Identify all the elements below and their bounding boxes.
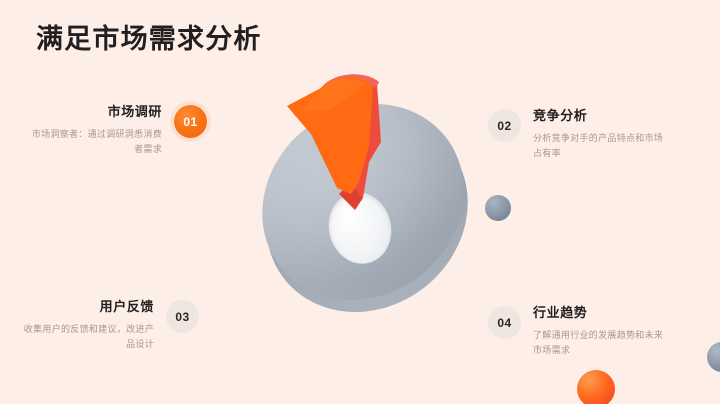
feature-04-texts: 行业趋势 了解通用行业的发展趋势和未来市场需求 bbox=[533, 305, 665, 358]
feature-02-number-badge[interactable]: 02 bbox=[488, 109, 521, 142]
page-title: 满足市场需求分析 bbox=[36, 24, 262, 54]
feature-01-texts: 市场调研 市场洞察者：通过调研洞悉消费者需求 bbox=[30, 104, 162, 157]
feature-02-description: 分析竞争对手的产品特点和市场占有率 bbox=[533, 133, 664, 159]
feature-04-number-badge[interactable]: 04 bbox=[488, 306, 521, 339]
decorative-sphere-grey-left bbox=[485, 195, 511, 221]
slice-top-face bbox=[287, 77, 373, 194]
decorative-sphere-grey-right bbox=[707, 342, 720, 372]
feature-item-04[interactable]: 04 行业趋势 了解通用行业的发展趋势和未来市场需求 bbox=[488, 305, 665, 358]
feature-02-texts: 竞争分析 分析竞争对手的产品特点和市场占有率 bbox=[533, 108, 665, 161]
decorative-sphere-orange bbox=[577, 370, 615, 404]
feature-03-heading: 用户反馈 bbox=[99, 299, 154, 314]
donut-chart-graphic bbox=[245, 70, 720, 404]
feature-01-heading: 市场调研 bbox=[107, 104, 162, 119]
feature-02-heading: 竞争分析 bbox=[533, 108, 588, 123]
feature-03-description: 收集用户的反馈和建议，改进产品设计 bbox=[23, 324, 154, 350]
feature-01-number-badge[interactable]: 01 bbox=[174, 105, 207, 138]
feature-01-description: 市场洞察者：通过调研洞悉消费者需求 bbox=[31, 129, 162, 155]
feature-item-01[interactable]: 市场调研 市场洞察者：通过调研洞悉消费者需求 01 bbox=[30, 104, 207, 157]
feature-item-03[interactable]: 用户反馈 收集用户的反馈和建议，改进产品设计 03 bbox=[22, 299, 199, 352]
feature-04-heading: 行业趋势 bbox=[533, 305, 588, 320]
feature-04-description: 了解通用行业的发展趋势和未来市场需求 bbox=[533, 330, 664, 356]
feature-03-texts: 用户反馈 收集用户的反馈和建议，改进产品设计 bbox=[22, 299, 154, 352]
feature-item-02[interactable]: 02 竞争分析 分析竞争对手的产品特点和市场占有率 bbox=[488, 108, 665, 161]
donut-highlight-slice bbox=[281, 70, 401, 210]
feature-03-number-badge[interactable]: 03 bbox=[166, 300, 199, 333]
